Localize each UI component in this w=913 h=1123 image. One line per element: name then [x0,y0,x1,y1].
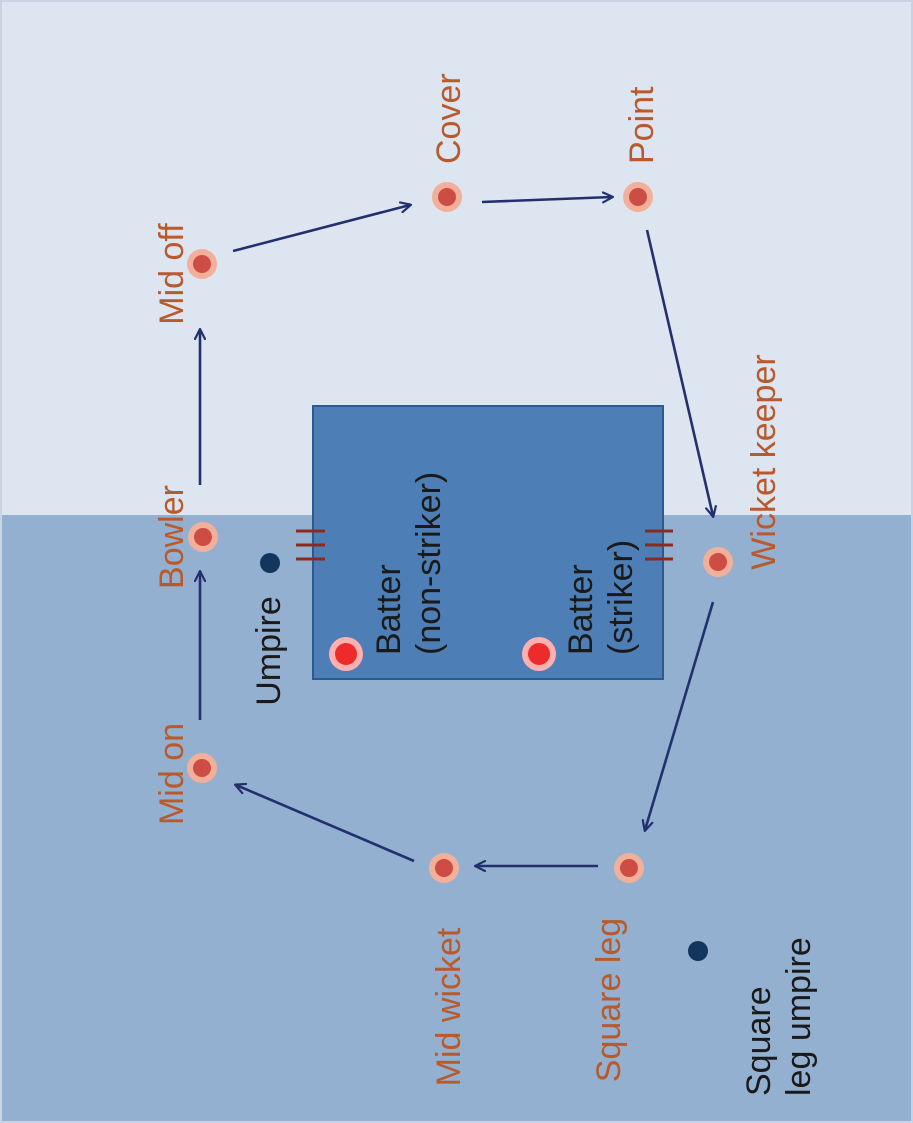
arrow-wicket-keeper-to-square-leg [645,601,715,830]
square-leg-umpire-line-1: Square [740,986,778,1096]
umpire: Umpire [250,553,288,706]
arrow-mid-off-to-cover [232,205,410,253]
fielder-label-mid-on: Mid on [153,723,191,825]
fielder-label-cover: Cover [430,73,468,164]
arrow-mid-wicket-to-mid-on [236,785,415,863]
fielder-label-mid-off: Mid off [153,223,191,325]
batter-non-striker: Batter (non-striker) [329,472,448,671]
fielder-mid-off: Mid off [153,223,217,325]
batter-label-striker: Batter (striker) [562,540,640,655]
fielders: Bowler Mid off Cover Point Wicket keeper… [153,73,783,1086]
batter-striker: Batter (striker) [522,540,640,671]
batter-non-striker-line-2: (non-striker) [410,472,448,655]
batter-striker-line-1: Batter [562,564,600,655]
fielder-label-mid-wicket: Mid wicket [430,927,468,1086]
fielder-point: Point [623,86,661,212]
batter-label-non-striker: Batter (non-striker) [370,472,448,655]
batter-non-striker-line-1: Batter [370,564,408,655]
stumps-striker-end [645,529,673,561]
fielder-cover: Cover [430,73,468,212]
fielder-label-point: Point [623,86,661,164]
square-leg-umpire-label: Square leg umpire [740,937,818,1096]
fielder-mid-wicket: Mid wicket [429,853,468,1086]
fielder-label-bowler: Bowler [153,485,191,589]
square-leg-umpire: Square leg umpire [688,937,818,1096]
fielder-square-leg: Square leg [590,853,644,1082]
fielder-mid-on: Mid on [153,723,217,825]
fielder-label-wicket-keeper: Wicket keeper [745,354,783,569]
batter-striker-line-2: (striker) [602,540,640,655]
square-leg-umpire-line-2: leg umpire [780,937,818,1096]
pitch [312,405,664,680]
stumps-bowler-end [296,529,325,561]
rotation-arrows [200,197,713,866]
fielder-wicket-keeper: Wicket keeper [703,354,783,577]
fielder-label-square-leg: Square leg [590,918,628,1082]
arrow-point-to-wicket-keeper [645,229,713,516]
umpire-label: Umpire [250,596,288,706]
arrow-cover-to-point [481,197,612,202]
fielder-bowler: Bowler [153,485,218,589]
umpire-label-line-1: Umpire [250,596,288,706]
